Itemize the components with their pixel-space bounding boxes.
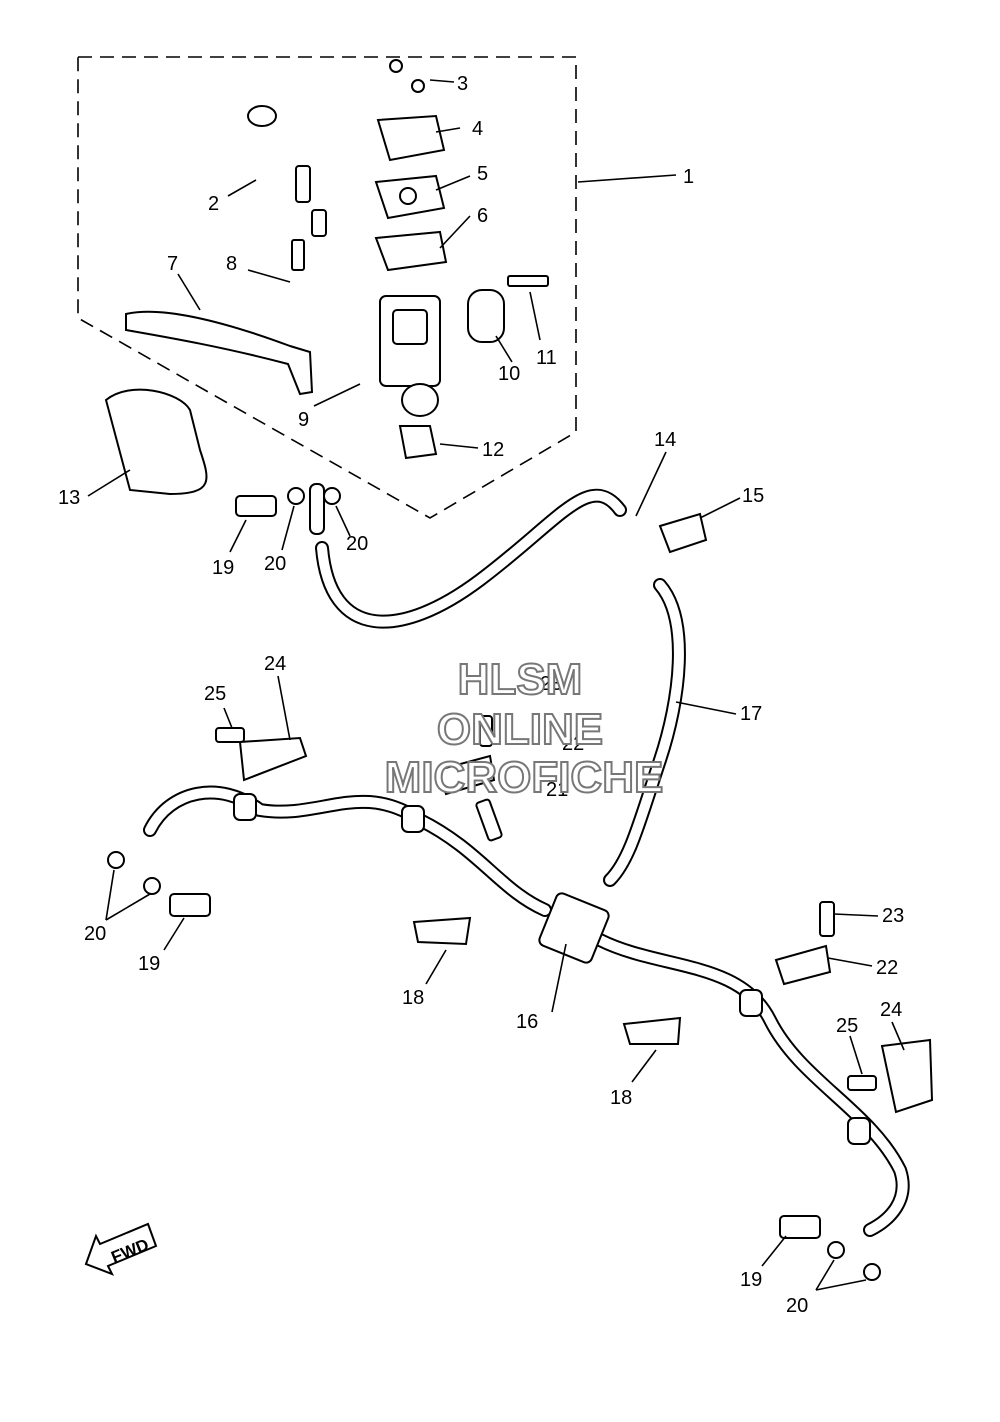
callout-13: 13 [58,487,80,509]
reservoir-cap [376,114,446,162]
clamp [467,289,505,343]
callout-5: 5 [477,163,488,185]
callout-24-upper: 24 [264,653,286,675]
callout-16: 16 [516,1011,538,1033]
union-bolt [779,1215,821,1239]
watermark-line-2: ONLINE [437,705,603,754]
callout-25-upper: 25 [204,683,226,705]
master-cylinder-parts [104,59,549,496]
callout-20-top-a: 20 [264,553,286,575]
callout-19-right: 19 [740,1269,762,1291]
fwd-arrow: FWD [84,1222,158,1276]
callout-19-left: 19 [138,953,160,975]
diaphragm [374,230,448,272]
callout-9: 9 [298,409,309,431]
hose-clip [412,916,472,946]
callout-21: 21 [546,779,568,801]
callout-6: 6 [477,205,488,227]
callout-20-top-b: 20 [346,533,368,555]
callout-22-lower: 22 [876,957,898,979]
callout-23-lower: 23 [882,905,904,927]
callout-20-right: 20 [786,1295,808,1317]
hose-guide [880,1038,934,1114]
fittings [107,483,934,1281]
hose-holder [774,944,832,986]
callout-20-left: 20 [84,923,106,945]
lever-guard [104,388,208,496]
hose-clip [658,512,708,554]
callout-11: 11 [536,347,557,369]
callout-25-lower: 25 [836,1015,858,1037]
callout-23-upper: 23 [540,673,562,695]
watermark-line-3: MICROFICHE [385,753,664,802]
callout-17: 17 [740,703,762,725]
brake-lever [125,310,314,396]
hose-clip [622,1016,682,1045]
callout-14: 14 [654,429,676,451]
callout-4: 4 [472,118,483,140]
callout-15: 15 [742,485,764,507]
callout-18-upper: 18 [402,987,424,1009]
assembly-outline [77,56,577,519]
union-bolt [235,495,277,517]
hose-holder [436,754,496,796]
callout-19-top: 19 [212,557,234,579]
callout-1: 1 [683,166,694,188]
callout-22-upper: 22 [562,733,584,755]
callout-3: 3 [457,73,468,95]
fwd-arrow-icon [84,1222,158,1276]
callout-7: 7 [167,253,178,275]
callout-24-lower: 24 [880,999,902,1021]
callout-18-lower: 18 [610,1087,632,1109]
three-way-joint [538,892,610,964]
hose-grommets [233,793,871,1145]
hose-guide [238,736,308,782]
brake-switch [398,425,438,460]
watermark: HLSM ONLINE MICROFICHE [384,654,665,803]
brake-hoses [143,488,910,1237]
leader-lines [87,79,905,1291]
callout-2: 2 [208,193,219,215]
callouts: 1 2 3 4 5 6 7 8 9 10 11 12 13 14 15 16 1… [58,73,904,1317]
union-bolt [169,893,211,917]
callout-12: 12 [482,439,504,461]
callout-10: 10 [498,363,520,385]
watermark-line-1: HLSM [458,655,583,704]
callout-8: 8 [226,253,237,275]
